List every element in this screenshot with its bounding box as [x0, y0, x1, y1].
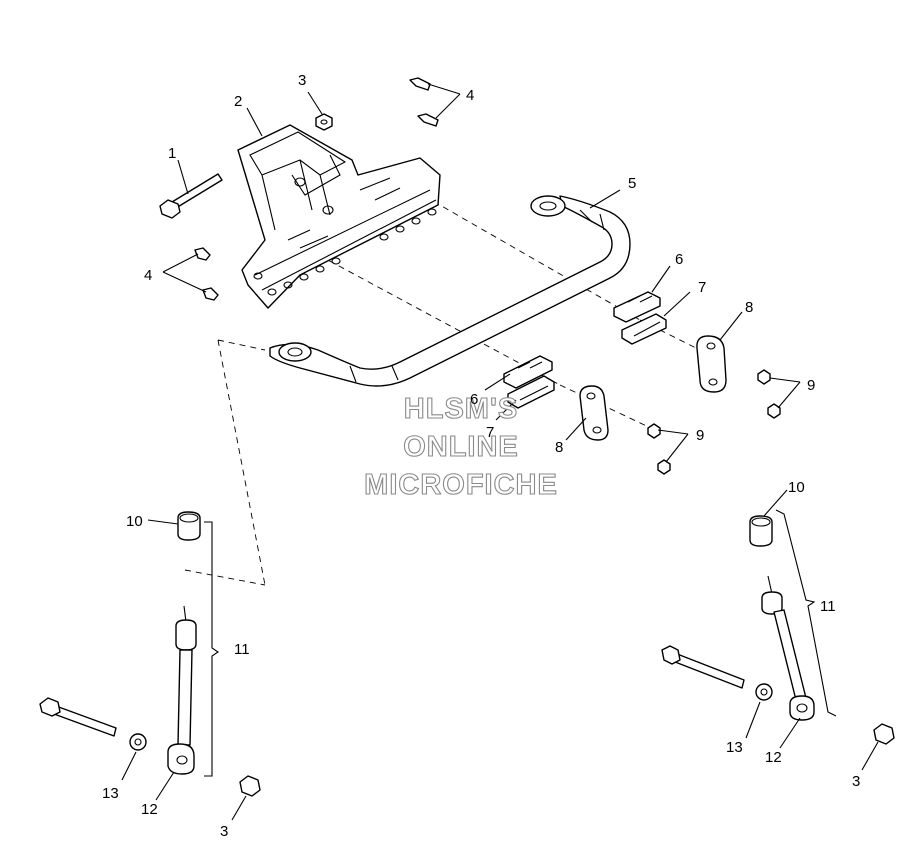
callout-9-left: 9 — [696, 427, 704, 444]
callout-labels: 1 2 3 4 4 5 6 7 8 9 6 7 8 9 10 11 13 12 … — [102, 72, 860, 840]
callout-3-top: 3 — [298, 72, 306, 89]
callout-10-right: 10 — [788, 479, 805, 496]
callout-6-right: 6 — [675, 251, 683, 268]
callout-8-right: 8 — [745, 299, 753, 316]
callout-13-left: 13 — [102, 785, 119, 802]
callout-9-right: 9 — [807, 377, 815, 394]
callout-10-left: 10 — [126, 513, 143, 530]
watermark-line-2: ONLINE — [403, 431, 519, 463]
callout-2: 2 — [234, 93, 242, 110]
callout-12-right: 12 — [765, 749, 782, 766]
callout-13-right: 13 — [726, 739, 743, 756]
bushing-clamp-right — [613, 291, 667, 345]
callout-1: 1 — [168, 145, 176, 162]
clamp-plates — [579, 335, 727, 441]
callout-4-top: 4 — [466, 87, 474, 104]
small-bolts — [194, 77, 439, 301]
callout-3-bottom-right: 3 — [852, 773, 860, 790]
watermark-line-1: HLSM'S — [404, 393, 518, 425]
callout-11-right: 11 — [820, 598, 836, 615]
callout-12-left: 12 — [141, 801, 158, 818]
callout-4-left: 4 — [144, 267, 152, 284]
mounting-bracket — [237, 124, 441, 309]
callout-8-left: 8 — [555, 439, 563, 456]
callout-5: 5 — [628, 175, 636, 192]
right-link-assembly — [661, 509, 895, 745]
callout-11-left: 11 — [234, 641, 250, 658]
bolt-long-top — [159, 173, 223, 219]
watermark-line-3: MICROFICHE — [364, 469, 558, 501]
callout-3-bottom-left: 3 — [220, 823, 228, 840]
bushing-clamp-left — [503, 355, 555, 409]
watermark: HLSM'S ONLINE MICROFICHE — [364, 392, 558, 501]
callout-6-left: 6 — [470, 391, 478, 408]
nuts-9 — [647, 369, 781, 475]
callout-7-right: 7 — [698, 279, 706, 296]
left-link-assembly — [39, 511, 261, 797]
callout-7-left: 7 — [486, 424, 494, 441]
nut-top — [315, 113, 333, 131]
stabilizer-bar — [269, 195, 631, 387]
callout-leaders — [121, 83, 879, 821]
